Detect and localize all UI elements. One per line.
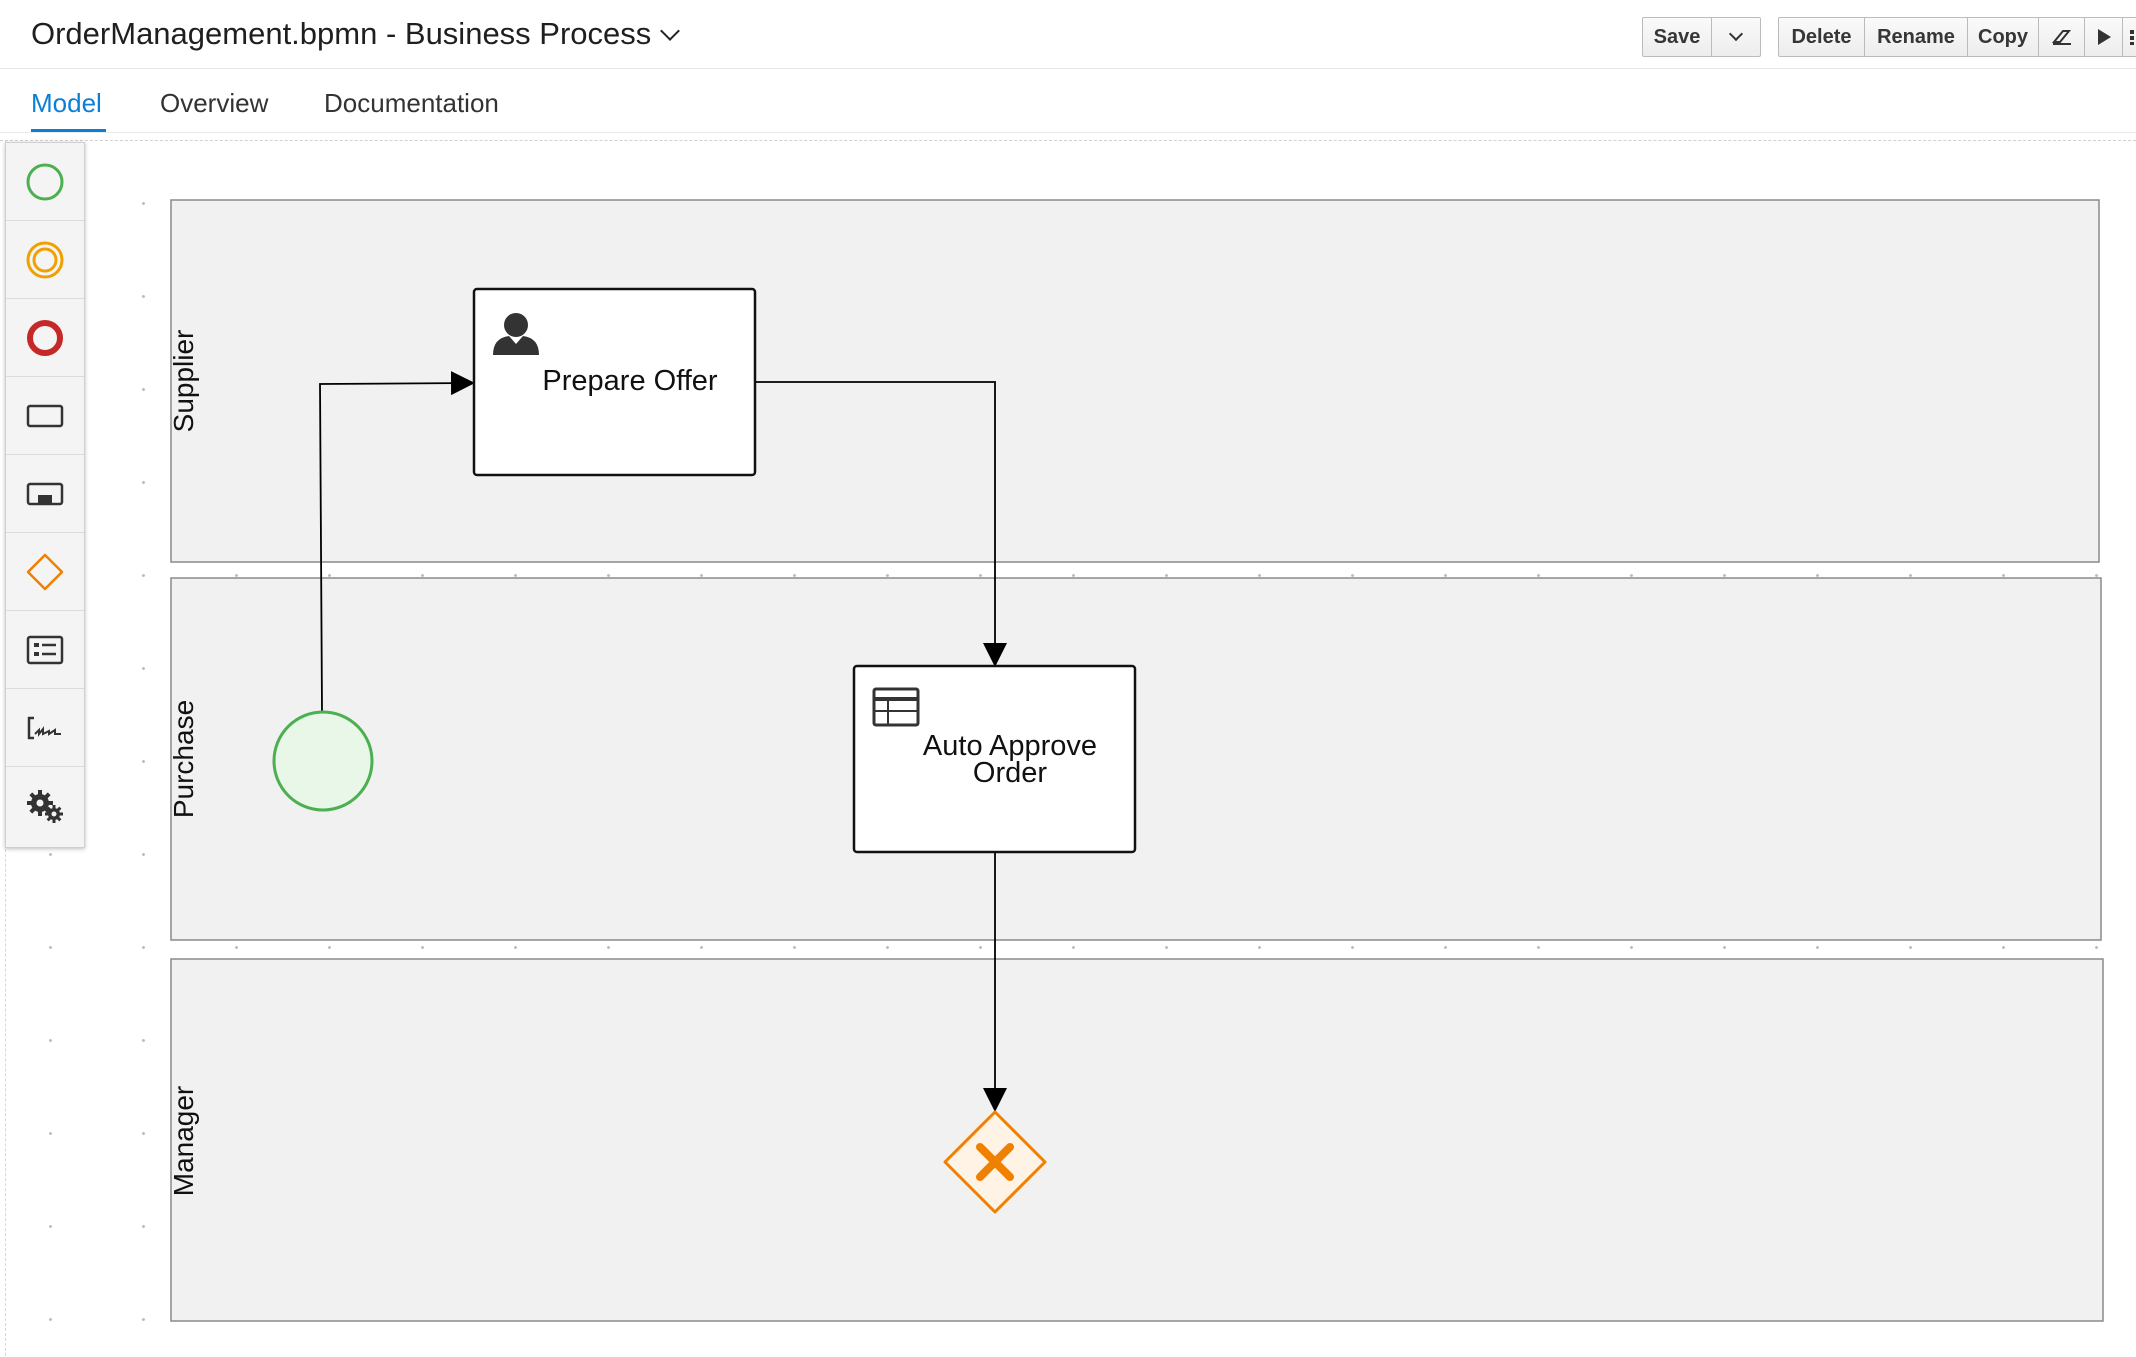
palette-end-events[interactable]	[6, 299, 84, 377]
rename-button[interactable]: Rename	[1864, 17, 1968, 57]
tab-overview[interactable]: Overview	[160, 88, 269, 118]
palette-custom-tasks[interactable]	[6, 767, 84, 845]
run-button[interactable]	[2084, 17, 2123, 57]
palette-intermediate-events[interactable]	[6, 221, 84, 299]
active-tab-indicator	[31, 129, 106, 132]
palette-subprocesses[interactable]	[6, 455, 84, 533]
editor-header: OrderManagement.bpmn - Business Process …	[0, 0, 2136, 69]
save-options-button[interactable]	[1711, 17, 1761, 57]
shape-palette	[5, 142, 85, 848]
palette-artifacts[interactable]	[6, 689, 84, 767]
palette-containers[interactable]	[6, 611, 84, 689]
tab-model[interactable]: Model	[31, 88, 102, 118]
user-task-icon	[493, 313, 539, 355]
business-rule-task-icon	[872, 687, 920, 727]
lane-label-purchase: Purchase	[168, 700, 199, 818]
task-auto-approve-order[interactable]: Auto Approve Order	[852, 664, 1137, 854]
start-event-icon	[26, 163, 64, 200]
actions-button-group: Delete Rename Copy	[1778, 17, 2136, 57]
artifact-annotation-icon	[27, 716, 61, 739]
lane-label-supplier: Supplier	[168, 330, 199, 433]
lane-manager[interactable]: Manager	[168, 958, 2104, 1322]
editor-tabs: Model Overview Documentation	[0, 68, 2136, 133]
lane-supplier[interactable]: Supplier	[168, 199, 2100, 563]
subprocess-icon	[26, 482, 64, 505]
task-label-auto-approve-line1: Auto Approve	[923, 730, 1097, 762]
close-x-icon	[976, 1143, 1014, 1181]
delete-button[interactable]: Delete	[1778, 17, 1865, 57]
document-title[interactable]: OrderManagement.bpmn - Business Process	[31, 16, 681, 52]
custom-tasks-gear-icon	[27, 790, 63, 823]
play-icon	[2097, 29, 2111, 45]
sequence-flow-prepare-offer-to-auto-approve[interactable]	[755, 381, 1007, 667]
document-title-text: OrderManagement.bpmn - Business Process	[31, 16, 652, 51]
task-label-auto-approve-line2: Order	[973, 757, 1047, 789]
copy-button[interactable]: Copy	[1967, 17, 2039, 57]
sequence-flow-start-to-prepare-offer[interactable]	[319, 371, 475, 712]
palette-gateways[interactable]	[6, 533, 84, 611]
intermediate-event-icon	[26, 241, 64, 278]
palette-tasks[interactable]	[6, 377, 84, 455]
container-icon	[26, 635, 64, 664]
grid-icon	[2130, 30, 2134, 45]
save-button[interactable]: Save	[1642, 17, 1712, 57]
eraser-button[interactable]	[2038, 17, 2085, 57]
save-button-group: Save	[1642, 17, 1761, 57]
task-prepare-offer[interactable]: Prepare Offer	[472, 287, 757, 477]
tab-documentation[interactable]: Documentation	[324, 88, 499, 118]
end-event-icon	[27, 319, 63, 356]
task-label-prepare-offer: Prepare Offer	[542, 365, 718, 397]
gateway-icon	[26, 553, 64, 590]
eraser-icon	[2051, 30, 2071, 45]
exclusive-gateway[interactable]	[943, 1110, 1047, 1214]
lane-label-manager: Manager	[168, 1086, 199, 1197]
start-event[interactable]	[272, 710, 374, 812]
task-icon	[26, 404, 64, 427]
more-button[interactable]	[2122, 17, 2136, 57]
palette-start-events[interactable]	[6, 143, 84, 221]
